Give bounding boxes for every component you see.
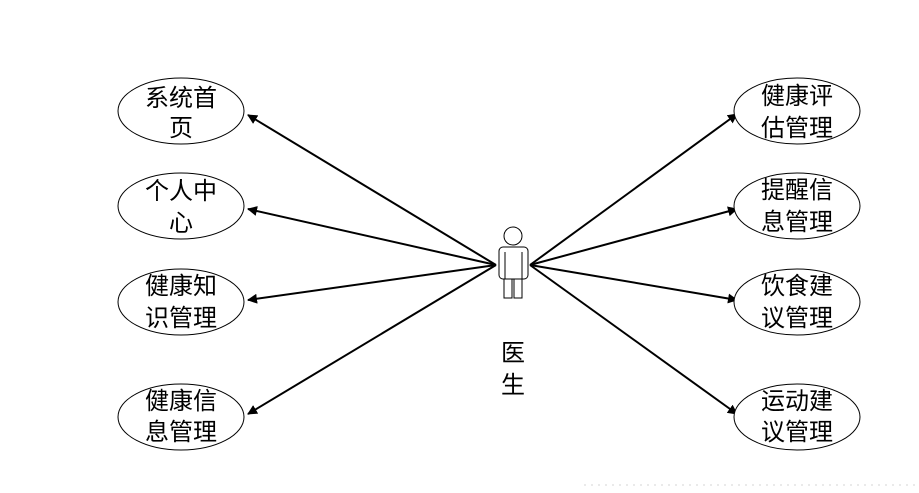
- actor-label-line2: 生: [501, 371, 525, 399]
- association-arrow-reminder-info: [529, 206, 738, 266]
- association-arrow-diet-advice: [529, 264, 738, 304]
- usecase-diet-advice: 饮食建 议管理: [733, 268, 861, 336]
- usecase-label-line2: 心: [169, 209, 193, 237]
- association-lines: [247, 113, 738, 415]
- usecase-ellipse: [733, 383, 861, 451]
- usecase-ellipse: [733, 77, 861, 145]
- usecase-personal-center: 个人中 心: [117, 172, 245, 240]
- usecase-label-line1: 系统首: [145, 84, 217, 112]
- association-arrow-personal-center: [247, 206, 497, 266]
- usecase-label-line1: 个人中: [145, 177, 217, 205]
- usecase-label-line2: 议管理: [761, 418, 833, 446]
- actor-icon: [498, 226, 529, 299]
- usecase-label-line1: 健康知: [145, 272, 217, 300]
- usecase-ellipse: [117, 268, 245, 336]
- usecase-label-line2: 页: [169, 114, 193, 142]
- usecase-health-knowledge: 健康知 识管理: [117, 268, 245, 336]
- association-arrow-system-home: [247, 114, 497, 266]
- usecase-ellipse: [733, 172, 861, 240]
- association-arrow-health-assessment: [529, 113, 738, 266]
- usecase-ellipse: [117, 77, 245, 145]
- usecase-label-line2: 息管理: [761, 208, 833, 236]
- usecase-label-line2: 议管理: [761, 304, 833, 332]
- usecase-ellipse: [733, 268, 861, 336]
- usecase-label-line1: 健康信: [145, 387, 217, 415]
- usecase-health-assessment: 健康评 估管理: [733, 77, 861, 145]
- usecase-label-line2: 估管理: [761, 114, 833, 142]
- association-arrow-health-knowledge: [247, 264, 497, 304]
- actor-doctor: 医 生: [498, 226, 529, 399]
- usecase-label-line1: 运动建: [761, 387, 833, 415]
- right-usecases: 健康评 估管理 提醒信 息管理 饮食建 议管理 运动建 议管理: [733, 77, 861, 451]
- usecase-label-line1: 健康评: [761, 82, 833, 110]
- left-usecases: 系统首 页 个人中 心 健康知 识管理 健康信 息管理: [117, 77, 245, 451]
- usecase-exercise-advice: 运动建 议管理: [733, 383, 861, 451]
- usecase-system-home: 系统首 页: [117, 77, 245, 145]
- usecase-ellipse: [117, 172, 245, 240]
- actor-label-line1: 医: [501, 339, 525, 367]
- usecase-label-line2: 识管理: [145, 304, 217, 332]
- association-arrow-health-info: [247, 264, 497, 415]
- association-arrow-exercise-advice: [529, 264, 738, 415]
- usecase-reminder-info: 提醒信 息管理: [733, 172, 861, 240]
- usecase-health-info: 健康信 息管理: [117, 383, 245, 451]
- usecase-label-line1: 提醒信: [761, 176, 833, 204]
- usecase-label-line1: 饮食建: [761, 272, 833, 300]
- usecase-ellipse: [117, 383, 245, 451]
- usecase-label-line2: 息管理: [145, 418, 217, 446]
